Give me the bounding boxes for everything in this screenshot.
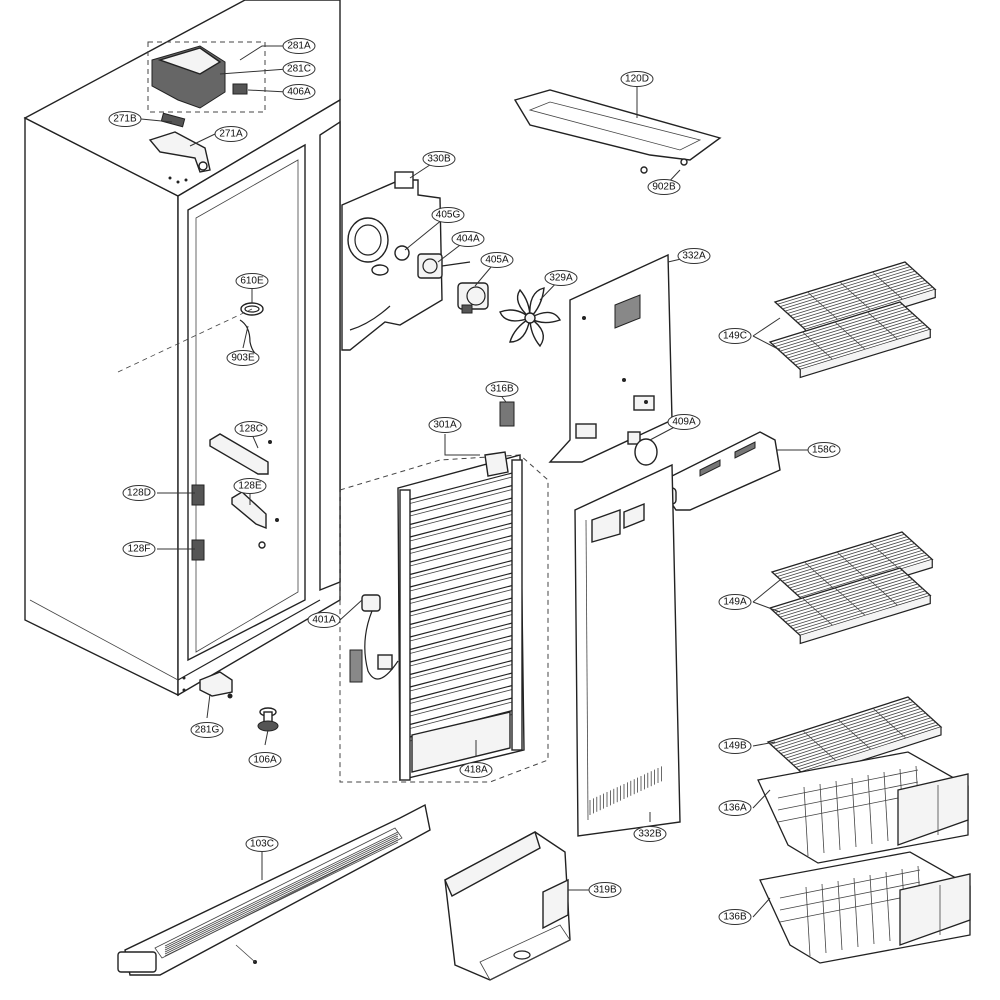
label-128D: 128D	[122, 485, 156, 501]
label-903E-text: 903E	[231, 353, 255, 364]
label-149C: 149C	[718, 328, 752, 344]
label-149B-text: 149B	[723, 741, 747, 752]
evaporator-cover-upper	[548, 253, 673, 463]
label-405G: 405G	[431, 207, 465, 223]
evaporator-fan-motor	[457, 282, 489, 314]
label-405G-text: 405G	[436, 210, 461, 221]
lamp-bulb	[627, 431, 658, 466]
label-301A: 301A	[428, 417, 462, 433]
label-120D-text: 120D	[625, 74, 649, 85]
label-418A-text: 418A	[464, 765, 488, 776]
label-128F: 128F	[122, 541, 156, 557]
label-329A-text: 329A	[549, 273, 573, 284]
label-136A: 136A	[718, 800, 752, 816]
label-329A: 329A	[544, 270, 578, 286]
label-405A-text: 405A	[485, 255, 509, 266]
label-903E: 903E	[226, 350, 260, 366]
base-front-cover	[117, 803, 431, 976]
label-332A-text: 332A	[682, 251, 706, 262]
label-281C: 281C	[282, 61, 316, 77]
label-319B: 319B	[588, 882, 622, 898]
fan-motor	[394, 245, 471, 279]
fan-blade	[499, 287, 562, 348]
label-128D-text: 128D	[127, 488, 151, 499]
defrost-harness	[349, 594, 399, 683]
bottom-hinge	[199, 671, 233, 699]
label-136A-text: 136A	[723, 803, 747, 814]
label-106A-text: 106A	[253, 755, 277, 766]
label-409A-text: 409A	[672, 417, 696, 428]
label-405A: 405A	[480, 252, 514, 268]
wire-shelf-149C	[768, 261, 937, 379]
label-149A-text: 149A	[723, 597, 747, 608]
label-409A: 409A	[667, 414, 701, 430]
label-120D: 120D	[620, 71, 654, 87]
label-332A: 332A	[677, 248, 711, 264]
fan-shroud	[341, 171, 443, 351]
air-duct	[513, 89, 722, 174]
label-128C: 128C	[234, 421, 268, 437]
defrost-thermostat	[499, 401, 515, 427]
wire-shelf-149A	[768, 531, 934, 645]
top-hinge	[148, 112, 211, 173]
label-106A: 106A	[248, 752, 282, 768]
label-406A-text: 406A	[287, 87, 311, 98]
label-401A: 401A	[307, 612, 341, 628]
label-128C-text: 128C	[239, 424, 263, 435]
label-281A-text: 281A	[287, 41, 311, 52]
label-103C: 103C	[245, 836, 279, 852]
label-332B-text: 332B	[638, 829, 662, 840]
label-271A-text: 271A	[219, 129, 243, 140]
label-281G-text: 281G	[195, 725, 220, 736]
label-330B-text: 330B	[427, 154, 451, 165]
label-149B: 149B	[718, 738, 752, 754]
cabinet	[23, 0, 341, 697]
evaporator	[339, 451, 549, 783]
label-271B-text: 271B	[113, 114, 137, 125]
label-332B: 332B	[633, 826, 667, 842]
part-labels: 281A 281C 406A 271B 271A 120D 902B 330B …	[108, 38, 841, 925]
label-136B-text: 136B	[723, 912, 747, 923]
label-319B-text: 319B	[593, 885, 617, 896]
label-158C: 158C	[807, 442, 841, 458]
label-401A-text: 401A	[312, 615, 336, 626]
label-271B: 271B	[108, 111, 142, 127]
label-316B: 316B	[485, 381, 519, 397]
top-cover-assembly	[147, 41, 266, 113]
evaporator-cover-lower	[574, 463, 681, 837]
label-128F-text: 128F	[128, 544, 151, 555]
label-128E: 128E	[233, 478, 267, 494]
label-281C-text: 281C	[287, 64, 311, 75]
label-281G: 281G	[190, 722, 224, 738]
label-149C-text: 149C	[723, 331, 747, 342]
label-301A-text: 301A	[433, 420, 457, 431]
basket-136A	[757, 751, 969, 864]
label-610E: 610E	[235, 273, 269, 289]
label-149A: 149A	[718, 594, 752, 610]
label-103C-text: 103C	[250, 839, 274, 850]
label-404A-text: 404A	[456, 234, 480, 245]
label-406A: 406A	[282, 84, 316, 100]
label-271A: 271A	[214, 126, 248, 142]
label-610E-text: 610E	[240, 276, 264, 287]
label-418A: 418A	[459, 762, 493, 778]
label-404A: 404A	[451, 231, 485, 247]
label-281A: 281A	[282, 38, 316, 54]
leveling-foot	[257, 707, 279, 732]
label-902B: 902B	[647, 179, 681, 195]
label-158C-text: 158C	[812, 445, 836, 456]
label-330B: 330B	[422, 151, 456, 167]
label-902B-text: 902B	[652, 182, 676, 193]
basket-136B	[759, 851, 971, 964]
label-316B-text: 316B	[490, 384, 514, 395]
label-128E-text: 128E	[238, 481, 262, 492]
drain-pan	[444, 830, 571, 981]
label-136B: 136B	[718, 909, 752, 925]
